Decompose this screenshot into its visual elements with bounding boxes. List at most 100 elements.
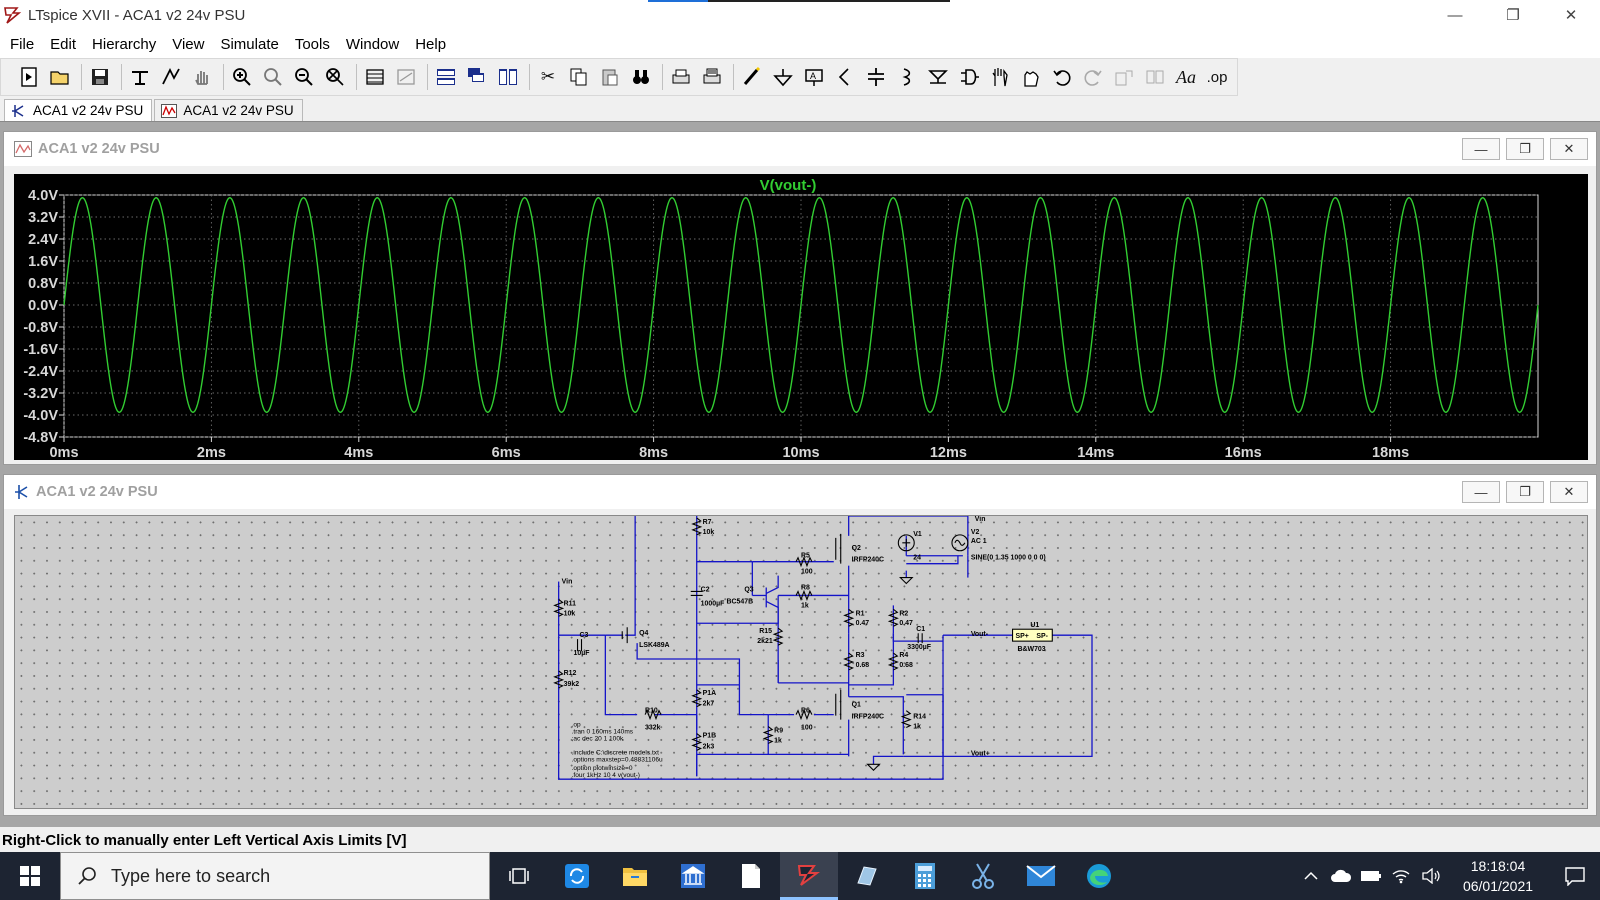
chevron-up-icon[interactable] xyxy=(1296,852,1326,900)
schematic-window-caption[interactable]: ACA1 v2 24v PSU — ❐ ✕ xyxy=(4,475,1596,509)
x-tick-label[interactable]: 18ms xyxy=(1372,445,1409,460)
y-tick-label[interactable]: 0.0V xyxy=(28,298,58,314)
tab-waveform[interactable]: ACA1 v2 24v PSU xyxy=(154,99,303,121)
minimize-icon[interactable]: — xyxy=(1462,481,1500,503)
tile-vertical-icon[interactable] xyxy=(494,63,522,91)
print-setup-icon[interactable] xyxy=(698,63,726,91)
trace-vout-minus[interactable] xyxy=(63,197,1539,413)
menu-help[interactable]: Help xyxy=(415,35,447,53)
close-icon[interactable]: ✕ xyxy=(1564,7,1578,24)
notification-icon[interactable] xyxy=(1550,852,1600,900)
resistor-icon[interactable] xyxy=(831,63,859,91)
inductor-icon[interactable] xyxy=(893,63,921,91)
task-view-icon[interactable] xyxy=(490,852,548,900)
zoom-in-icon[interactable] xyxy=(228,63,256,91)
restore-icon[interactable]: ❐ xyxy=(1506,7,1520,24)
minimize-icon[interactable]: — xyxy=(1462,138,1500,160)
delete-plot-icon[interactable] xyxy=(392,63,420,91)
app-icon[interactable] xyxy=(838,852,896,900)
new-schematic-icon[interactable] xyxy=(15,63,43,91)
taskbar-search[interactable]: Type here to search xyxy=(60,852,490,900)
y-tick-label[interactable]: -4.8V xyxy=(23,430,58,446)
y-tick-label[interactable]: 4.0V xyxy=(28,188,58,204)
zoom-pan-icon[interactable] xyxy=(259,63,287,91)
directive-line[interactable]: .options maxstep=0.48831106u xyxy=(572,756,663,763)
ltspice-icon[interactable] xyxy=(780,852,838,900)
battery-icon[interactable] xyxy=(1356,852,1386,900)
cloud-icon[interactable] xyxy=(1326,852,1356,900)
start-button[interactable] xyxy=(0,852,60,900)
diode-icon[interactable] xyxy=(924,63,952,91)
bank-app-icon[interactable] xyxy=(664,852,722,900)
tab-schematic[interactable]: ACA1 v2 24v PSU xyxy=(4,99,153,121)
menu-edit[interactable]: Edit xyxy=(50,35,77,53)
directive-line[interactable]: ;ac dec 20 1 100k xyxy=(572,735,624,742)
save-icon[interactable] xyxy=(86,63,114,91)
y-tick-label[interactable]: 2.4V xyxy=(28,232,58,248)
paste-icon[interactable] xyxy=(596,63,624,91)
control-panel-icon[interactable] xyxy=(126,63,154,91)
y-tick-label[interactable]: -1.6V xyxy=(23,342,58,358)
x-tick-label[interactable]: 6ms xyxy=(492,445,521,460)
y-tick-label[interactable]: -4.0V xyxy=(23,408,58,424)
edge-icon[interactable] xyxy=(1070,852,1128,900)
maximize-icon[interactable]: ❐ xyxy=(1506,138,1544,160)
x-tick-label[interactable]: 14ms xyxy=(1077,445,1114,460)
label-net-icon[interactable]: A xyxy=(800,63,828,91)
sync-app-icon[interactable] xyxy=(548,852,606,900)
open-icon[interactable] xyxy=(46,63,74,91)
capacitor-icon[interactable] xyxy=(862,63,890,91)
directive-line[interactable]: .tran 0 160ms 140ms xyxy=(572,729,634,736)
drag-icon[interactable] xyxy=(1017,63,1045,91)
snip-tool-icon[interactable] xyxy=(954,852,1012,900)
x-tick-label[interactable]: 12ms xyxy=(930,445,967,460)
x-tick-label[interactable]: 8ms xyxy=(639,445,668,460)
copy-icon[interactable] xyxy=(565,63,593,91)
draw-wire-icon[interactable] xyxy=(738,63,766,91)
taskbar-clock[interactable]: 18:18:04 06/01/2021 xyxy=(1446,856,1550,896)
minimize-icon[interactable]: — xyxy=(1447,6,1463,24)
schematic-canvas[interactable]: R7 10k Q2 IRFP240C V1 24 V2 AC 1 SINE(0 … xyxy=(14,515,1588,809)
volume-icon[interactable] xyxy=(1416,852,1446,900)
waveform-plot[interactable]: V(vout-) 4.0V3.2V2.4V1.6V0.8V0.0V-0.8V-1… xyxy=(14,174,1588,460)
undo-icon[interactable] xyxy=(1048,63,1076,91)
zoom-fit-icon[interactable] xyxy=(321,63,349,91)
redo-icon[interactable] xyxy=(1079,63,1107,91)
mail-icon[interactable] xyxy=(1012,852,1070,900)
directive-line[interactable]: .include C:\discrete models.txt xyxy=(572,749,660,756)
find-icon[interactable] xyxy=(627,63,655,91)
x-tick-label[interactable]: 2ms xyxy=(197,445,226,460)
ltspice-app-icon[interactable] xyxy=(2,4,24,26)
menu-file[interactable]: File xyxy=(10,35,35,53)
x-tick-label[interactable]: 10ms xyxy=(782,445,819,460)
x-tick-label[interactable]: 0ms xyxy=(49,445,78,460)
calculator-icon[interactable] xyxy=(896,852,954,900)
directive-line[interactable]: .four 1kHz 10 4 v(vout-) xyxy=(572,772,640,779)
menu-window[interactable]: Window xyxy=(345,35,400,53)
component-icon[interactable] xyxy=(955,63,983,91)
tile-horizontal-icon[interactable] xyxy=(432,63,460,91)
mirror-icon[interactable] xyxy=(1141,63,1169,91)
x-tick-label[interactable]: 16ms xyxy=(1225,445,1262,460)
menu-view[interactable]: View xyxy=(172,35,205,53)
menu-simulate[interactable]: Simulate xyxy=(220,35,279,53)
directive-line[interactable]: .option plotwinsize=0 xyxy=(572,765,633,772)
autorange-icon[interactable] xyxy=(361,63,389,91)
move-icon[interactable] xyxy=(986,63,1014,91)
menu-tools[interactable]: Tools xyxy=(294,35,330,53)
notepad-icon[interactable] xyxy=(722,852,780,900)
directive-line[interactable]: .op xyxy=(572,722,581,729)
ground-icon[interactable] xyxy=(769,63,797,91)
spice-directive-icon[interactable]: .op xyxy=(1203,63,1231,91)
maximize-icon[interactable]: ❐ xyxy=(1506,481,1544,503)
close-icon[interactable]: ✕ xyxy=(1550,138,1588,160)
print-icon[interactable] xyxy=(667,63,695,91)
cut-icon[interactable]: ✂ xyxy=(540,67,556,86)
waveform-window-caption[interactable]: ACA1 v2 24v PSU — ❐ ✕ xyxy=(4,132,1596,166)
text-icon[interactable]: Aa xyxy=(1172,63,1200,91)
y-tick-label[interactable]: 1.6V xyxy=(28,254,58,270)
y-tick-label[interactable]: 0.8V xyxy=(28,276,58,292)
zoom-out-icon[interactable] xyxy=(290,63,318,91)
x-tick-label[interactable]: 4ms xyxy=(344,445,373,460)
menu-hierarchy[interactable]: Hierarchy xyxy=(92,35,157,53)
